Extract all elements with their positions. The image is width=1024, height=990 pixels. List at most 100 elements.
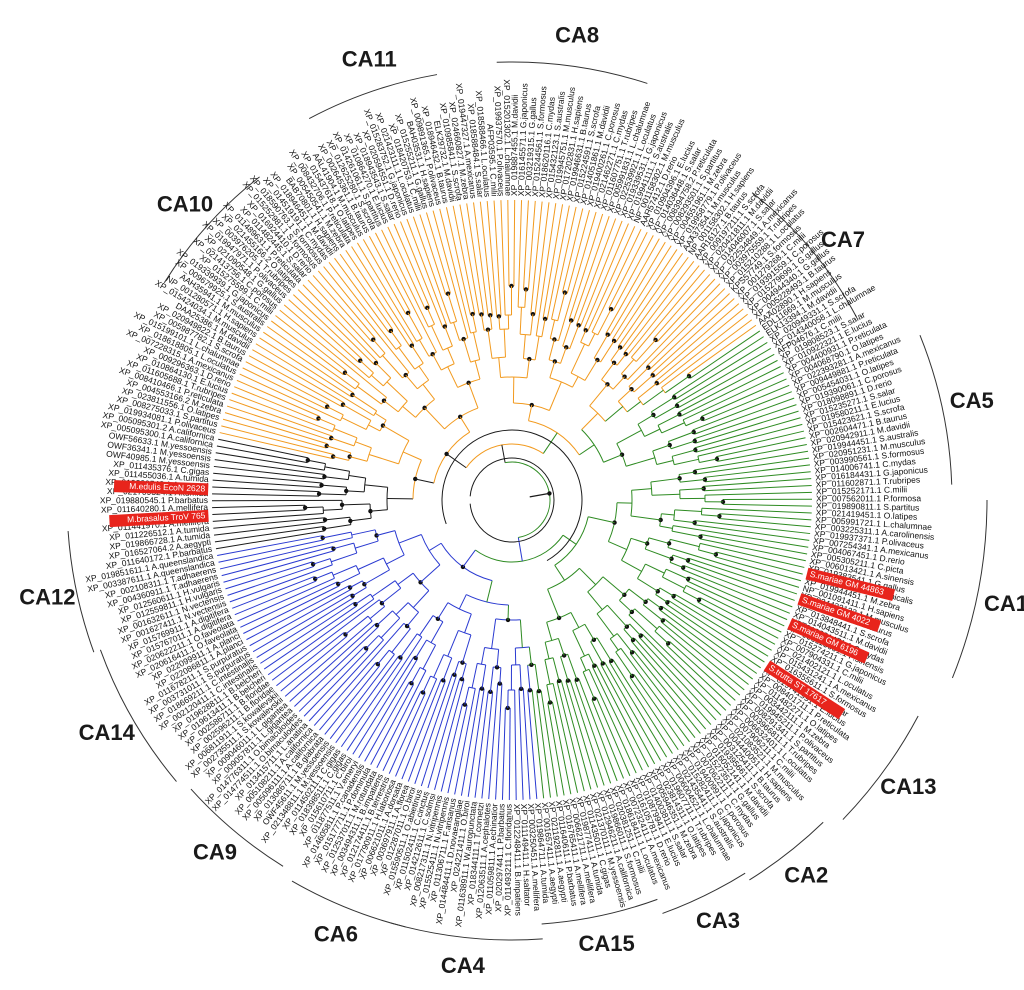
branch-segment [213, 517, 325, 529]
branch-segment [331, 437, 355, 447]
branch-segment [672, 597, 769, 657]
branch-segment [388, 693, 426, 774]
branch-arc [491, 356, 506, 359]
branch-segment [519, 664, 522, 689]
branch-arc [340, 414, 344, 421]
tree-node [698, 534, 703, 539]
tree-node [552, 359, 558, 364]
branch-segment [324, 516, 350, 521]
branch-segment [315, 571, 333, 580]
branch-segment [528, 404, 533, 421]
clade-bracket [541, 898, 658, 925]
branch-segment [212, 493, 320, 497]
branch-segment [523, 200, 529, 290]
branch-segment [372, 339, 386, 354]
branch-segment [606, 604, 628, 628]
tree-node [479, 686, 485, 691]
branch-arc [500, 376, 528, 379]
branch-segment [661, 319, 753, 389]
branch-segment [349, 580, 363, 588]
branch-segment [239, 373, 341, 422]
branch-segment [672, 449, 696, 457]
branch-arc [329, 558, 333, 566]
branch-segment [699, 542, 805, 568]
branch-segment [534, 664, 540, 692]
branch-segment [693, 404, 797, 440]
branch-arc [582, 668, 590, 673]
branch-segment [426, 307, 435, 325]
branch-segment [307, 459, 326, 465]
tree-node [658, 517, 663, 523]
root-arc [441, 429, 583, 562]
branch-segment [627, 283, 721, 380]
tree-node [496, 314, 502, 319]
leaf-label: XP_016145571.1 G.japonicus [516, 83, 530, 196]
branch-segment [534, 336, 540, 360]
branch-segment [231, 392, 333, 433]
branch-segment [323, 508, 343, 511]
leaf-label: XP_019887455.1 M.davidii [509, 94, 520, 196]
branch-arc [379, 352, 386, 359]
branch-segment [608, 231, 648, 309]
branch-segment [381, 229, 429, 328]
branch-segment [266, 326, 356, 390]
branch-segment [704, 464, 811, 478]
branch-segment [608, 661, 668, 758]
tree-node [701, 486, 706, 491]
branch-segment [579, 567, 596, 586]
tree-node [568, 318, 574, 323]
branch-segment [212, 512, 324, 522]
branch-segment [322, 531, 352, 539]
branch-segment [333, 542, 354, 550]
branch-segment [447, 293, 458, 322]
branch-segment [680, 479, 705, 483]
tree-node [445, 291, 451, 296]
branch-segment [349, 456, 368, 462]
branch-segment [382, 691, 422, 772]
clade-label-ca13: CA13 [880, 774, 936, 799]
branch-segment [551, 206, 577, 320]
tree-node [320, 535, 325, 541]
branch-segment [722, 503, 812, 507]
tree-node [702, 477, 708, 482]
branch-segment [641, 633, 722, 716]
branch-segment [513, 200, 516, 287]
branch-segment [431, 325, 444, 351]
branch-segment [670, 440, 695, 450]
branch-segment [383, 400, 399, 413]
branch-segment [623, 261, 695, 354]
branch-arc [373, 410, 378, 416]
leaf-label: XP_020297441.1 P.barbatus [493, 804, 506, 912]
branch-segment [223, 550, 335, 583]
leaf-label: XP_011493211.1 C.floridanus [503, 804, 514, 916]
branch-segment [657, 313, 748, 386]
branch-segment [652, 444, 670, 452]
tree-node [319, 482, 324, 488]
branch-segment [364, 569, 390, 585]
branch-segment [701, 514, 720, 517]
branch-segment [687, 324, 757, 375]
branch-arc [450, 320, 457, 324]
branch-segment [382, 425, 410, 441]
branch-segment [447, 705, 468, 794]
branch-segment [324, 524, 351, 530]
branch-segment [324, 466, 350, 472]
branch-segment [468, 382, 479, 409]
branch-segment [699, 458, 718, 464]
branch-segment [453, 661, 460, 675]
highlighted-leaf-label: M.brasalus TroV 765 [127, 510, 206, 524]
branch-segment [407, 680, 446, 782]
branch-segment [580, 657, 587, 671]
branch-segment [499, 667, 502, 684]
branch-segment [645, 548, 672, 560]
branch-segment [703, 384, 790, 422]
branch-segment [402, 405, 416, 418]
branch-segment [462, 634, 472, 663]
branch-segment [398, 347, 416, 370]
clade-bracket [163, 176, 260, 283]
leaf-label: XP_021419451.1 O.latipes [816, 507, 918, 521]
branch-arc [347, 471, 351, 480]
tree-node [413, 655, 418, 661]
tree-node [413, 476, 418, 482]
branch-segment [657, 413, 680, 426]
